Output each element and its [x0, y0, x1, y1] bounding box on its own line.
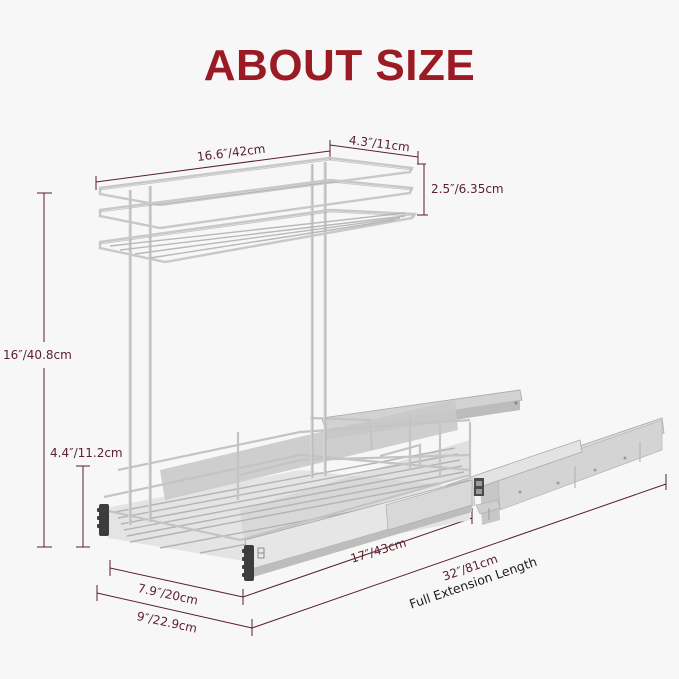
rubber-bumper-left: [97, 504, 109, 536]
rubber-bumper-right: [242, 545, 254, 581]
page-title: ABOUT SIZE: [203, 41, 476, 90]
dimension-lines: [37, 140, 667, 636]
lower-basket: [97, 400, 473, 581]
top-basket-height-label: 2.5″/6.35cm: [431, 182, 504, 196]
top-basket: [98, 156, 418, 264]
bottom-basket-height-label: 4.4″/11.2cm: [50, 446, 123, 460]
overall-height-label: 16″/40.8cm: [3, 348, 72, 362]
